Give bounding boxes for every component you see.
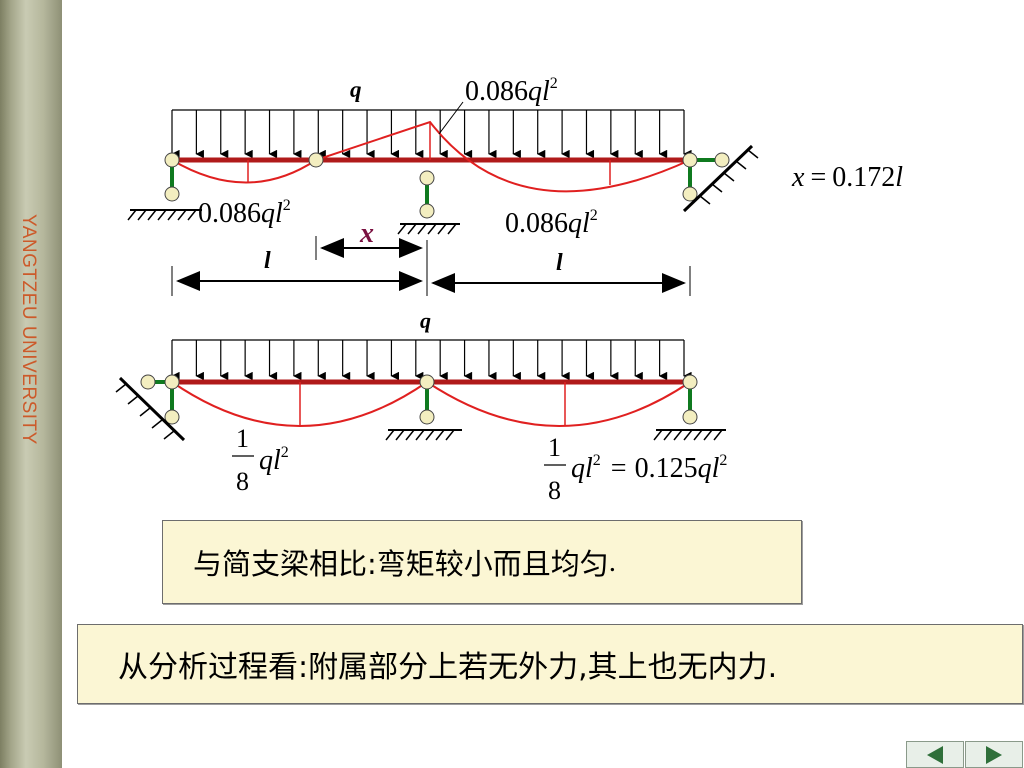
top-left-pin xyxy=(164,186,180,202)
bottom-right-moment-label: 1 8 ql2=0.125ql2 xyxy=(544,433,727,505)
right-span-moment-label: 0.086ql2 xyxy=(505,207,598,239)
top-load-label: q xyxy=(350,77,362,102)
top-left-hatch xyxy=(127,209,197,221)
right-fraction-expression: ql2=0.125ql2 xyxy=(571,452,727,484)
right-fraction-denominator: 8 xyxy=(548,476,561,505)
comparison-note: 与简支梁相比:弯矩较小而且均匀. xyxy=(162,520,802,604)
top-right-pin-lower xyxy=(682,186,698,202)
bottom-load-arrows xyxy=(171,340,692,381)
bottom-left-moment-label: 1 8 ql2 xyxy=(232,424,289,496)
top-middle-hinge xyxy=(308,152,324,168)
bottom-right-hinge xyxy=(682,374,698,390)
top-right-hatch xyxy=(699,149,759,205)
bottom-middle-hatch xyxy=(385,429,455,441)
top-left-hinge xyxy=(164,152,180,168)
comparison-note-period: . xyxy=(608,545,617,578)
left-span-moment-label: 0.086ql2 xyxy=(198,197,291,229)
comparison-note-text: 与简支梁相比:弯矩较小而且均匀 xyxy=(193,547,609,581)
bottom-left-hatch xyxy=(115,383,175,440)
next-slide-button[interactable] xyxy=(965,741,1023,768)
peak-leader-line xyxy=(438,101,464,135)
top-right-inclined-ground xyxy=(682,144,754,213)
top-middle-hatch xyxy=(397,223,457,235)
bottom-middle-hinge xyxy=(419,374,435,390)
offset-formula: x=0.172l xyxy=(791,162,903,193)
top-middle-pin-upper xyxy=(419,170,435,186)
bottom-right-pin xyxy=(682,409,698,425)
sidebar-bar: YANGTZEU UNIVERSITY xyxy=(0,0,62,768)
triangle-left-icon xyxy=(927,745,943,764)
peak-moment-label: 0.086ql2 xyxy=(465,75,558,107)
top-middle-pin-lower xyxy=(419,203,435,219)
analysis-note-text: 从分析过程看:附属部分上若无外力,其上也无内力. xyxy=(118,650,778,685)
bottom-beam-diagram: q 1 8 ql2 1 8 ql2=0.125ql2 xyxy=(115,308,727,505)
bottom-left-inclined-ground xyxy=(118,376,186,442)
bottom-left-hinge xyxy=(164,374,180,390)
span-right-label: l xyxy=(556,250,563,276)
left-fraction-ql: ql2 xyxy=(259,444,289,476)
bottom-middle-pin xyxy=(419,409,435,425)
top-load-arrows xyxy=(171,110,692,159)
hinge-offset-label: x xyxy=(359,218,374,249)
bottom-right-hatch xyxy=(653,429,723,441)
bottom-left-pin-lower xyxy=(164,409,180,425)
bottom-load-label: q xyxy=(420,308,431,333)
top-right-pin-side xyxy=(714,152,730,168)
span-left-label: l xyxy=(264,248,271,274)
left-fraction-numerator: 1 xyxy=(236,424,249,453)
top-beam-diagram: q 0.086ql2 0.086ql2 0.086ql2 x l l x=0.1… xyxy=(127,75,903,296)
top-right-hinge xyxy=(682,152,698,168)
triangle-right-icon xyxy=(986,745,1002,764)
bottom-left-pin-side xyxy=(140,374,156,390)
university-label: YANGTZEU UNIVERSITY xyxy=(18,214,39,445)
left-fraction-denominator: 8 xyxy=(236,467,249,496)
previous-slide-button[interactable] xyxy=(906,741,964,768)
analysis-note: 从分析过程看:附属部分上若无外力,其上也无内力. xyxy=(77,624,1023,704)
top-moment-curve xyxy=(171,120,691,193)
right-fraction-numerator: 1 xyxy=(548,433,561,462)
